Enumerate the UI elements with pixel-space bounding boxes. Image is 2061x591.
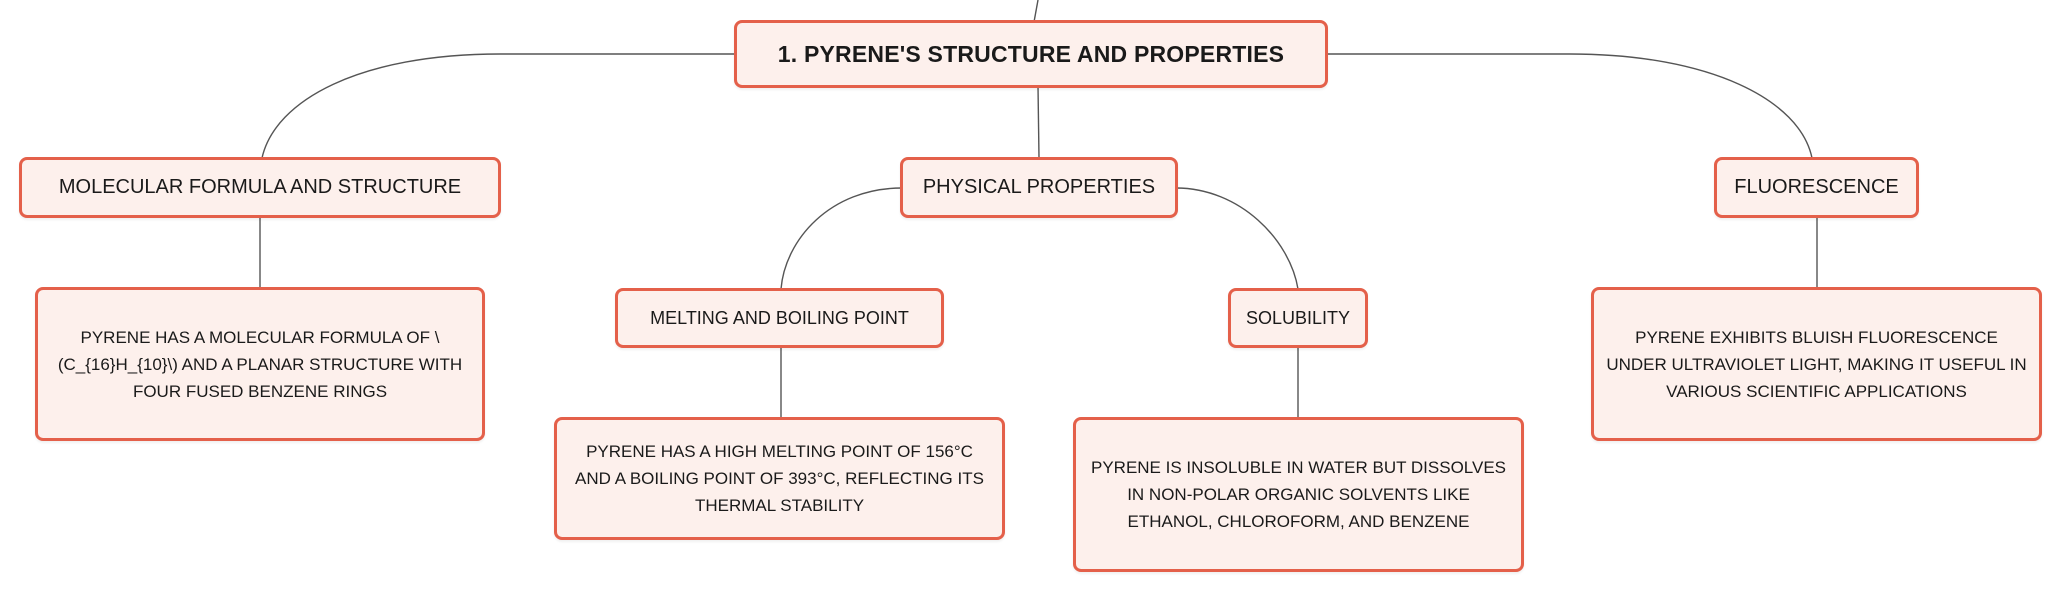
fluorescence-label: FLUORESCENCE: [1734, 176, 1899, 198]
connector-from-above: [1033, 0, 1039, 23]
molecular-formula-node[interactable]: MOLECULAR FORMULA AND STRUCTURE: [19, 157, 501, 218]
fluorescence-node[interactable]: FLUORESCENCE: [1714, 157, 1919, 218]
melting-boiling-point-node[interactable]: MELTING AND BOILING POINT: [615, 288, 944, 348]
connector-root-to-fluorescence: [1326, 53, 1813, 159]
root-node[interactable]: 1. PYRENE'S STRUCTURE AND PROPERTIES: [734, 20, 1328, 88]
melting-boiling-point-detail-node[interactable]: PYRENE HAS A HIGH MELTING POINT OF 156°C…: [554, 417, 1005, 540]
molecular-formula-detail-text: PYRENE HAS A MOLECULAR FORMULA OF \(C_{1…: [57, 327, 463, 401]
solubility-detail-text: PYRENE IS INSOLUBLE IN WATER BUT DISSOLV…: [1090, 458, 1507, 531]
molecular-formula-detail-node[interactable]: PYRENE HAS A MOLECULAR FORMULA OF \(C_{1…: [35, 287, 485, 441]
connector-root-to-physical: [1037, 85, 1040, 159]
root-node-label: 1. PYRENE'S STRUCTURE AND PROPERTIES: [777, 40, 1285, 67]
molecular-formula-label: MOLECULAR FORMULA AND STRUCTURE: [58, 176, 462, 198]
fluorescence-detail-text: PYRENE EXHIBITS BLUISH FLUORESCENCE UNDE…: [1606, 327, 2027, 401]
physical-properties-node[interactable]: PHYSICAL PROPERTIES: [900, 157, 1178, 218]
solubility-label: SOLUBILITY: [1245, 307, 1351, 328]
physical-properties-label: PHYSICAL PROPERTIES: [922, 176, 1156, 198]
fluorescence-detail-node[interactable]: PYRENE EXHIBITS BLUISH FLUORESCENCE UNDE…: [1591, 287, 2042, 441]
solubility-detail-node[interactable]: PYRENE IS INSOLUBLE IN WATER BUT DISSOLV…: [1073, 417, 1524, 572]
melting-boiling-point-label: MELTING AND BOILING POINT: [650, 307, 909, 328]
connector-physical-to-solubility: [1175, 187, 1299, 290]
solubility-node[interactable]: SOLUBILITY: [1228, 288, 1368, 348]
connector-root-to-molecular: [261, 53, 736, 159]
connector-physical-to-melting: [780, 187, 903, 290]
melting-boiling-point-detail-text: PYRENE HAS A HIGH MELTING POINT OF 156°C…: [575, 442, 984, 515]
